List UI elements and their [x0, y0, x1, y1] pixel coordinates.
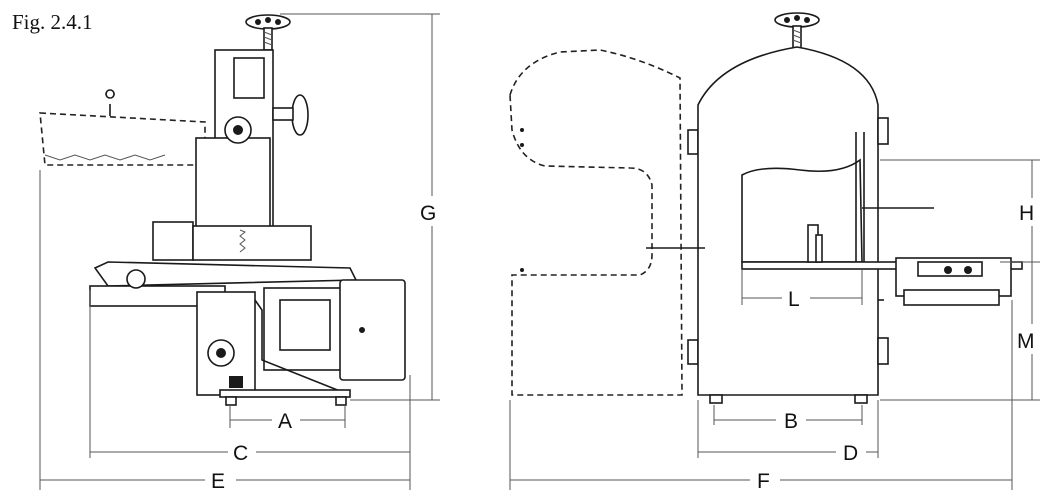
dimension-label-d: D [843, 442, 858, 465]
dimension-label-l: L [788, 288, 800, 311]
dimension-label-m: M [1017, 330, 1035, 353]
dimension-label-a: A [278, 410, 292, 433]
dimension-label-h: H [1019, 202, 1034, 225]
front-view [509, 12, 1023, 404]
dimension-label-e: E [211, 470, 225, 493]
dimension-label-b: B [784, 410, 798, 433]
figure-caption: Fig. 2.4.1 [12, 10, 93, 34]
dimension-lines [39, 13, 1040, 490]
dimension-label-f: F [757, 470, 770, 493]
dimension-label-g: G [420, 202, 436, 225]
side-view [39, 14, 406, 406]
dimension-label-c: C [233, 442, 248, 465]
